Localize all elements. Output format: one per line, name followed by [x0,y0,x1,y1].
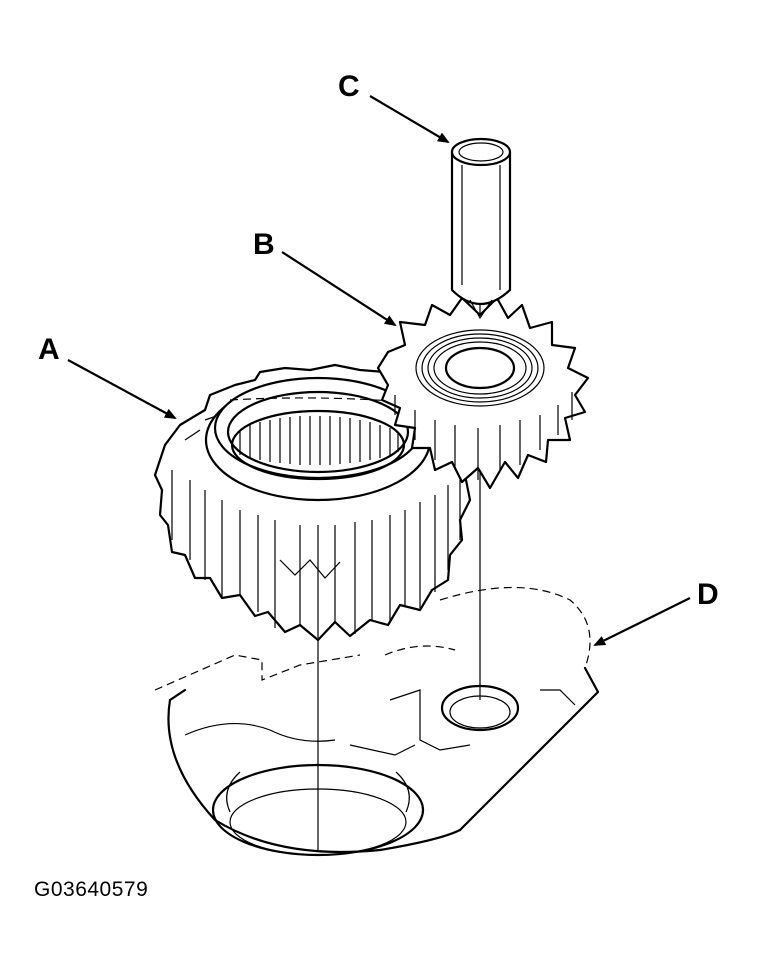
arrow-d [593,597,691,646]
figure-code: G03640579 [34,878,149,901]
arrow-a [67,359,177,419]
callout-b: B [253,228,275,261]
pin-c [450,137,512,320]
callout-a: A [38,333,60,366]
callout-c: C [338,70,360,103]
callout-d: D [697,578,719,611]
housing-d [154,586,600,857]
gear-b [376,296,590,490]
arrow-b [281,251,397,327]
leader-arrows [67,95,691,646]
gear-a [153,363,472,642]
arrow-c [369,95,450,144]
